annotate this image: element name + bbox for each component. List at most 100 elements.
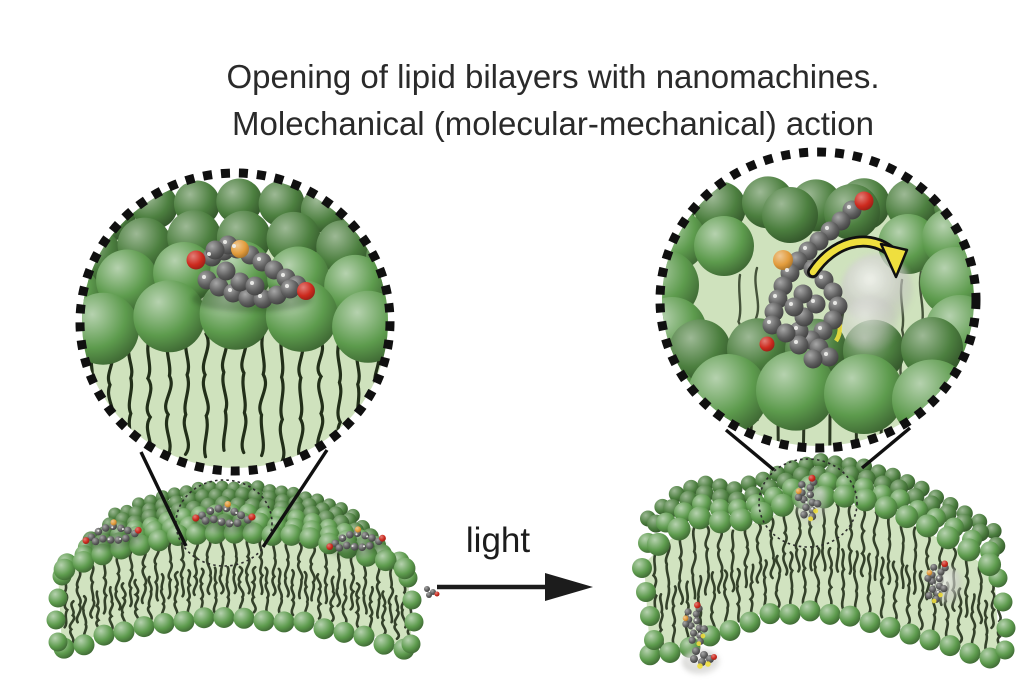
hydrogen-speck	[351, 544, 354, 548]
lipid-tail	[264, 566, 270, 615]
molecule-atom	[776, 323, 796, 343]
molecule-atom	[700, 651, 708, 659]
lipid-tail	[323, 547, 329, 605]
hydrogen-speck	[107, 538, 110, 541]
molecule-atom-linker	[682, 615, 689, 622]
hydrogen-speck	[819, 275, 823, 279]
lipid-tail	[872, 511, 880, 582]
lipid-head-bead	[688, 354, 768, 435]
molecule-atom	[924, 574, 932, 582]
molecule-atom	[233, 518, 242, 527]
hydrogen-speck	[773, 294, 777, 298]
lipid-head-bead	[771, 493, 795, 517]
hydrogen-speck	[281, 273, 285, 277]
lipid-head-bead	[299, 527, 321, 549]
molecule-atom	[940, 585, 948, 593]
molecule-atom-linker	[224, 500, 232, 508]
lipid-tail	[309, 544, 317, 602]
lipid-tail	[904, 564, 912, 626]
lipid-tail	[341, 578, 348, 626]
lipid-head-bead	[636, 582, 656, 602]
molecule-atom	[806, 483, 815, 492]
lipid-head-bead	[978, 553, 1002, 577]
lipid-bilayer-left	[46, 479, 440, 660]
lipid-head-bead	[985, 523, 1002, 540]
figure-title: Opening of lipid bilayers with nanomachi…	[82, 53, 1024, 147]
lipid-head-bead	[899, 623, 921, 645]
molecule-atom	[350, 543, 359, 551]
lipid-tail	[879, 556, 885, 619]
lipid-tail	[277, 567, 284, 615]
light-arrow-head	[545, 573, 593, 601]
lipid-head-bead	[959, 642, 981, 664]
zoom-connector-line	[139, 451, 188, 547]
lipid-tail	[387, 568, 395, 624]
lipid-tail	[297, 335, 305, 462]
hydrogen-speck	[847, 205, 851, 209]
hydrogen-speck	[803, 246, 807, 250]
molecule-atom	[806, 490, 815, 499]
molecule-atom	[802, 503, 810, 512]
molecule-atom	[689, 629, 698, 637]
nanomachine-inserted	[682, 601, 708, 647]
zoom-connector-line	[724, 428, 776, 472]
hydrogen-speck	[209, 508, 212, 512]
lipid-tail	[133, 578, 141, 626]
lipid-head-bead	[812, 453, 829, 470]
molecule-atom	[216, 261, 236, 281]
lipid-head-bead	[213, 606, 235, 628]
zoom-connector-line	[261, 449, 329, 548]
molecule-atom	[99, 534, 107, 543]
lipid-tail	[212, 566, 219, 615]
lipid-tail	[362, 558, 368, 615]
lipid-head-bead	[153, 612, 175, 634]
molecule-atom-oxygen	[941, 560, 949, 568]
molecule-atom	[690, 655, 698, 663]
lipid-head-bead	[293, 611, 315, 633]
lipid-tail	[258, 537, 265, 596]
lipid-tail	[244, 536, 251, 595]
lipid-head-bead	[404, 612, 424, 632]
hydrogen-speck	[933, 570, 936, 573]
molecule-atom	[693, 617, 701, 625]
lipid-tail	[781, 510, 789, 576]
molecule-atom	[124, 526, 132, 535]
lipid-tail	[964, 554, 970, 618]
lipid-head-bead	[632, 558, 652, 578]
hydrogen-speck	[362, 545, 366, 548]
hydrogen-speck	[698, 632, 701, 635]
lipid-head-bead	[148, 529, 170, 552]
lipid-tail	[199, 567, 205, 615]
molecule-atom-oxygen	[82, 537, 90, 544]
lipid-tail	[716, 527, 724, 594]
lipid-head-bead	[48, 588, 68, 608]
nanomachine-flat	[82, 519, 142, 550]
lipid-tail	[329, 575, 336, 623]
hydrogen-speck	[937, 576, 940, 579]
lipid-head-bead	[46, 610, 66, 630]
title-line-1: Opening of lipid bilayers with nanomachi…	[226, 58, 880, 95]
hydrogen-speck	[936, 590, 939, 593]
hydrogen-speck	[366, 535, 369, 538]
hydrogen-speck	[932, 583, 935, 586]
hydrogen-speck	[811, 507, 814, 510]
molecule-atom	[237, 511, 246, 520]
hydrogen-speck	[818, 326, 822, 330]
lipid-head-bead	[919, 629, 941, 651]
lipid-head-bead	[819, 603, 841, 625]
molecule-atom	[335, 544, 344, 552]
lipid-tail	[335, 550, 342, 608]
molecule-atom	[935, 574, 943, 583]
lipid-tail	[827, 546, 834, 609]
lipid-tail	[722, 569, 730, 628]
hydrogen-speck	[805, 501, 808, 504]
molecule-atom	[682, 620, 690, 628]
molecule-atom	[91, 537, 100, 546]
lipid-tail	[743, 526, 750, 589]
lipid-head-bead	[72, 551, 95, 573]
lipid-tail	[167, 542, 174, 600]
nanomachine-protruding	[690, 647, 717, 669]
lipid-head-bead	[133, 280, 206, 353]
dotted-zoom-border	[655, 147, 981, 453]
lipid-tail	[852, 550, 859, 613]
